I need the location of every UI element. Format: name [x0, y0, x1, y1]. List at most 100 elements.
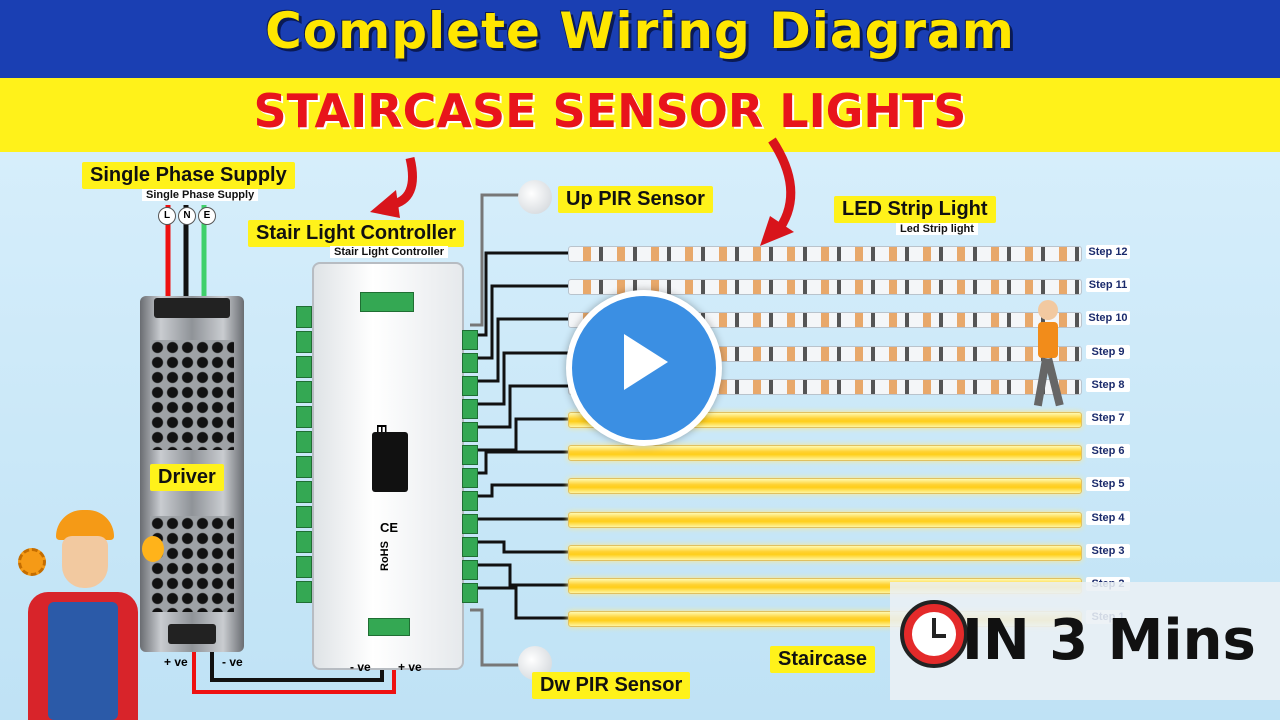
supply-caption: Single Phase Supply: [142, 189, 259, 201]
terminal-block: [296, 481, 312, 503]
gear-icon: [18, 548, 46, 576]
terminal-block: [296, 456, 312, 478]
terminal-block: [296, 506, 312, 528]
terminal-block: [462, 330, 478, 350]
person-leg-right: [1044, 357, 1064, 407]
terminal-block: [462, 468, 478, 488]
terminal-block: [296, 356, 312, 378]
step-label: Step 12: [1086, 245, 1130, 259]
led-strip-caption: Led Strip light: [896, 223, 978, 235]
step-wire: [470, 540, 568, 554]
terminal-block: [462, 422, 478, 442]
controller-label: Stair Light Controller: [248, 220, 464, 247]
step-label: Step 6: [1086, 444, 1130, 458]
terminal-block: [296, 331, 312, 353]
controller-display: [372, 432, 408, 492]
worker-overalls: [48, 602, 118, 720]
down-sensor-label: Dw PIR Sensor: [532, 672, 691, 699]
bulb-icon: [142, 536, 164, 562]
step-label: Step 5: [1086, 477, 1130, 491]
terminal-block: [296, 581, 312, 603]
person-icon: [1030, 300, 1066, 410]
led-strip-5: [568, 478, 1082, 494]
terminal-block: [462, 399, 478, 419]
play-button[interactable]: [566, 290, 722, 446]
red-arrow-led: [760, 137, 796, 246]
supply-label: Single Phase Supply: [82, 162, 295, 189]
electrician-character-icon: [8, 510, 164, 720]
up-sensor-label: Up PIR Sensor: [558, 186, 713, 213]
controller-rohs: RoHS: [378, 541, 391, 571]
terminal-block: [296, 306, 312, 328]
step-label: Step 10: [1086, 311, 1130, 325]
stair-light-controller: ES32 CE RoHS: [312, 262, 464, 670]
driver-minus-label: - ve: [222, 655, 243, 669]
duration-badge: IN 3 Mins: [962, 608, 1256, 673]
terminal-block: [462, 353, 478, 373]
step-wire: [470, 351, 568, 406]
step-wire: [470, 384, 568, 429]
step-wire: [470, 483, 568, 498]
terminal-block: [462, 491, 478, 511]
step-wire: [470, 317, 568, 383]
terminal-block: [296, 556, 312, 578]
step-wire: [470, 417, 568, 452]
person-body: [1038, 322, 1058, 358]
step-label: Step 3: [1086, 544, 1130, 558]
led-strip-11: [568, 279, 1082, 295]
terminal-block: [462, 514, 478, 534]
supply-terminals: L N E: [158, 207, 216, 225]
clock-hand-minute: [932, 634, 946, 638]
step-wires: [470, 251, 568, 620]
page-title: Complete Wiring Diagram: [265, 2, 1015, 60]
driver-output-terminal: [168, 624, 216, 644]
page-subtitle: STAIRCASE SENSOR LIGHTS: [253, 84, 967, 138]
step-label: Step 4: [1086, 511, 1130, 525]
wire-up-sensor: [470, 193, 535, 327]
led-strip-12: [568, 246, 1082, 262]
led-strip-label: LED Strip Light: [834, 196, 996, 223]
clock-hand-hour: [932, 618, 936, 636]
led-strip-3: [568, 545, 1082, 561]
step-label: Step 11: [1086, 278, 1130, 292]
controller-caption: Stair Light Controller: [330, 246, 448, 258]
step-label: Step 8: [1086, 378, 1130, 392]
controller-input-terminal: [368, 618, 410, 636]
terminal-block: [296, 381, 312, 403]
controller-power-terminal: [360, 292, 414, 312]
terminal-block: [462, 537, 478, 557]
step-label: Step 9: [1086, 345, 1130, 359]
worker-face: [62, 536, 108, 588]
led-strip-6: [568, 445, 1082, 461]
driver-plus-label: + ve: [164, 655, 188, 669]
step-wire: [470, 563, 568, 587]
title-banner: [0, 0, 1280, 78]
terminal-e: E: [198, 207, 216, 225]
subtitle-banner: [0, 78, 1280, 152]
terminal-block: [462, 445, 478, 465]
alarm-clock-icon: [900, 600, 968, 668]
staircase-label: Staircase: [770, 646, 875, 673]
step-label: Step 7: [1086, 411, 1130, 425]
driver-label: Driver: [150, 464, 224, 491]
terminal-block: [462, 560, 478, 580]
terminal-block: [296, 531, 312, 553]
wire-down-sensor: [470, 608, 535, 667]
step-wire: [470, 450, 568, 475]
controller-minus-label: - ve: [350, 660, 371, 674]
terminal-block: [296, 406, 312, 428]
driver-mesh-top: [150, 340, 234, 450]
terminal-block: [462, 376, 478, 396]
up-pir-sensor-icon: [518, 180, 552, 214]
terminal-block: [462, 583, 478, 603]
play-icon: [624, 334, 668, 390]
driver-input-terminal: [154, 298, 230, 318]
controller-ce: CE: [380, 520, 399, 535]
led-strip-4: [568, 512, 1082, 528]
step-wire: [470, 251, 568, 337]
step-wire: [470, 284, 568, 360]
terminal-n: N: [178, 207, 196, 225]
red-arrow-controller: [370, 156, 417, 218]
controller-plus-label: + ve: [398, 660, 422, 674]
